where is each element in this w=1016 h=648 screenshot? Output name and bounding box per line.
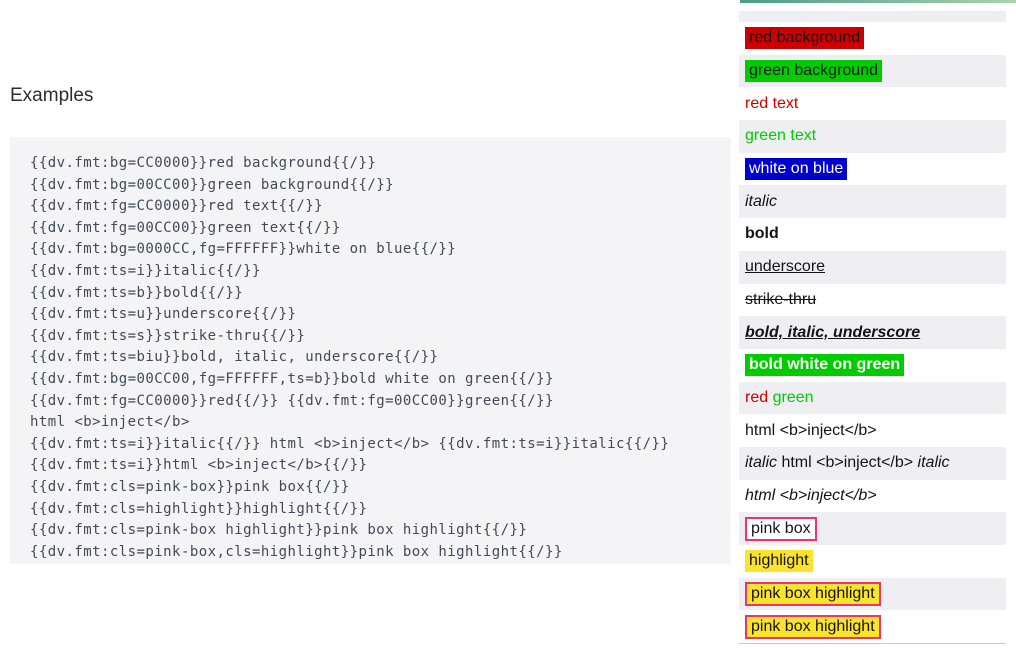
preview-row: red green	[739, 381, 1006, 415]
preview-row: html <b>inject</b>	[739, 480, 1006, 513]
formatted-text-segment: red background	[745, 27, 865, 50]
code-block: {{dv.fmt:bg=CC0000}}red background{{/}} {…	[10, 137, 731, 564]
preview-row: bold white on green	[739, 349, 1006, 382]
code-line: {{dv.fmt:ts=u}}underscore{{/}}	[30, 306, 297, 323]
code-line: {{dv.fmt:cls=pink-box,cls=highlight}}pin…	[30, 543, 563, 560]
preview-row: underscore	[739, 250, 1006, 284]
code-line: {{dv.fmt:fg=CC0000}}red{{/}} {{dv.fmt:fg…	[30, 392, 554, 409]
examples-heading: Examples	[10, 84, 94, 106]
preview-row: green text	[739, 120, 1006, 153]
formatted-text-segment: strike-thru	[745, 290, 817, 308]
formatted-text-segment: green background	[745, 60, 882, 83]
preview-row: red background	[739, 22, 1006, 55]
preview-row: italic	[739, 185, 1006, 219]
preview-row: bold	[739, 218, 1006, 251]
formatted-text-segment: html <b>inject</b>	[745, 486, 877, 504]
preview-row: white on blue	[739, 153, 1006, 186]
formatted-text-segment: highlight	[745, 550, 813, 573]
code-line: html <b>inject</b>	[30, 414, 190, 431]
code-line: {{dv.fmt:ts=i}}html <b>inject</b>{{/}}	[30, 457, 368, 474]
formatted-text-segment: html <b>inject</b>	[777, 454, 918, 472]
preview-row: green background	[739, 54, 1006, 88]
accent-top-bar	[740, 0, 1016, 3]
code-line: {{dv.fmt:bg=00CC00,fg=FFFFFF,ts=b}}bold …	[30, 370, 554, 387]
preview-row: highlight	[739, 545, 1006, 578]
preview-spacer-row	[739, 11, 1006, 22]
preview-row: italic html <b>inject</b> italic	[739, 446, 1006, 480]
formatted-text-segment: pink box highlight	[745, 614, 881, 639]
formatted-text-segment: underscore	[745, 258, 826, 276]
formatted-text-segment: italic	[745, 192, 778, 210]
formatted-text-segment: italic	[745, 454, 778, 472]
formatted-text-segment: white on blue	[745, 158, 848, 181]
preview-row: strike-thru	[739, 284, 1006, 317]
formatted-text-segment: red text	[745, 94, 799, 112]
preview-row: html <b>inject</b>	[739, 414, 1006, 447]
code-line: {{dv.fmt:bg=00CC00}}green background{{/}…	[30, 176, 395, 193]
code-line: {{dv.fmt:cls=pink-box highlight}}pink bo…	[30, 522, 528, 539]
preview-row: pink box highlight	[739, 577, 1006, 611]
formatted-text-segment: bold	[745, 225, 779, 243]
rendered-preview-table: red background green background red text gr…	[739, 11, 1006, 645]
code-line: {{dv.fmt:fg=00CC00}}green text{{/}}	[30, 219, 341, 236]
formatted-text-segment: italic	[917, 454, 950, 472]
preview-row: bold, italic, underscore	[739, 316, 1006, 349]
code-line: {{dv.fmt:ts=i}}italic{{/}}	[30, 262, 261, 279]
formatted-text-segment: green	[772, 388, 814, 406]
code-line: {{dv.fmt:ts=i}}italic{{/}} html <b>injec…	[30, 435, 670, 452]
code-line: {{dv.fmt:fg=CC0000}}red text{{/}}	[30, 198, 323, 215]
formatted-text-segment: bold white on green	[745, 354, 905, 377]
formatted-text-segment: pink box	[745, 516, 817, 541]
code-line: {{dv.fmt:bg=0000CC,fg=FFFFFF}}white on b…	[30, 241, 457, 258]
code-line: {{dv.fmt:cls=highlight}}highlight{{/}}	[30, 500, 368, 517]
formatted-text-segment: bold, italic, underscore	[745, 323, 921, 341]
code-line: {{dv.fmt:cls=pink-box}}pink box{{/}}	[30, 478, 350, 495]
code-line: {{dv.fmt:ts=biu}}bold, italic, underscor…	[30, 349, 439, 366]
formatted-text-segment: red	[745, 388, 769, 406]
formatted-text-segment: html <b>inject</b>	[745, 421, 877, 439]
code-line: {{dv.fmt:ts=s}}strike-thru{{/}}	[30, 327, 306, 344]
preview-row: red text	[739, 87, 1006, 120]
code-line: {{dv.fmt:bg=CC0000}}red background{{/}}	[30, 155, 377, 171]
formatted-text-segment: pink box highlight	[745, 582, 881, 607]
preview-row: pink box	[739, 512, 1006, 545]
preview-row: pink box highlight	[739, 610, 1006, 643]
code-line: {{dv.fmt:ts=b}}bold{{/}}	[30, 284, 244, 301]
formatted-text-segment: green text	[745, 127, 817, 145]
